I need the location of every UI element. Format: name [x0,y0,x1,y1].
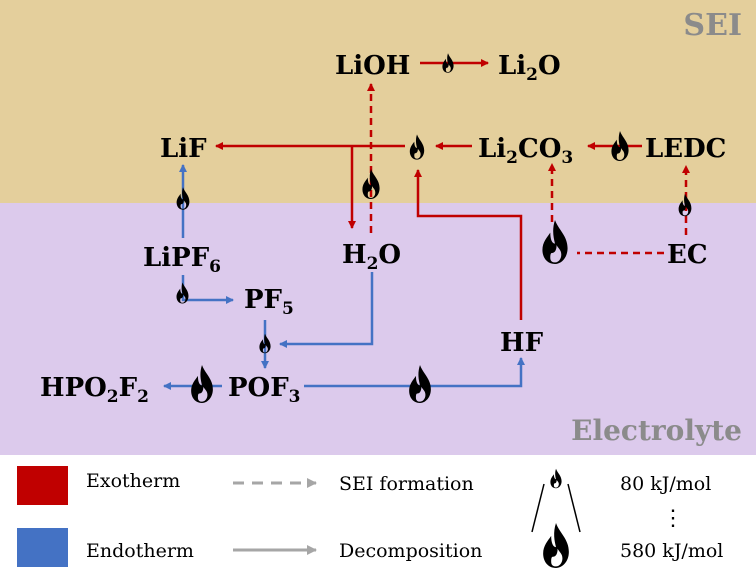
species-hf: HF [500,328,544,358]
species-h2o: H2O [342,240,401,274]
flame-icon-large [543,523,569,568]
legend-sei-formation-label: SEI formation [339,473,474,495]
legend-endotherm-label: Endotherm [86,540,194,562]
legend-wedge-left [531,483,545,533]
species-pf5: PF5 [244,285,294,319]
legend-exotherm-label: Exotherm [86,470,180,492]
species-li2co3: Li2CO3 [478,134,573,168]
arrow-h2o-pof3 [279,272,374,348]
legend-swatch-endotherm [17,528,68,567]
species-lif: LiF [160,134,207,164]
electrolyte-region-label: Electrolyte [571,414,742,447]
sei-region-label: SEI [683,8,742,43]
arrow-lipf6-pf5 [181,275,234,304]
legend-decomposition-label: Decomposition [339,540,482,562]
legend: Exotherm Endotherm SEI formation Decompo… [17,466,723,568]
arrow-pof3-hf [304,357,525,388]
electrolyte-region [0,203,756,455]
species-hpo2f2: HPO2F2 [40,373,149,407]
species-pof3: POF3 [228,373,301,407]
species-ledc: LEDC [645,134,726,164]
species-lipf6: LiPF6 [143,243,221,277]
species-labels: LiOH Li2O LiF Li2CO3 LEDC LiPF6 H2O EC P… [40,51,726,407]
species-ec: EC [667,240,708,270]
exotherm-arrows [215,59,642,320]
legend-energy-high: 580 kJ/mol [620,540,723,562]
sei-region [0,0,756,203]
arrow-hf-node [414,169,523,320]
species-lioh: LiOH [335,51,410,81]
legend-ellipsis: ⋮ [662,506,684,531]
legend-swatch-exotherm [17,466,68,505]
flame-icon-small [550,468,562,489]
legend-wedge-right [567,483,581,533]
sei-formation-arrows [367,83,690,255]
legend-energy-low: 80 kJ/mol [620,473,711,495]
species-li2o: Li2O [498,51,561,85]
